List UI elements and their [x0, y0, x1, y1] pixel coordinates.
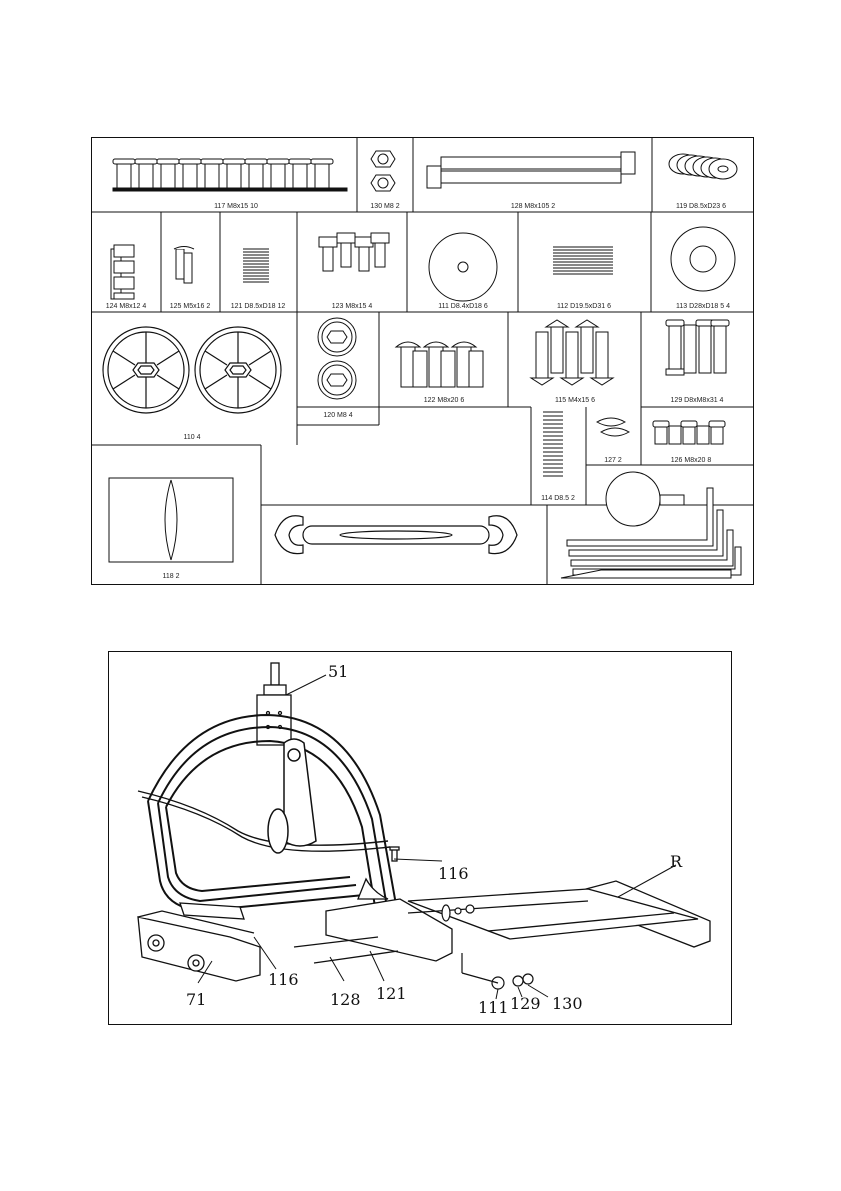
callout-r: R: [670, 852, 683, 871]
callout-116-lower: 116: [268, 970, 299, 989]
part-111-label: 111 D8.4xD18 6: [438, 303, 488, 310]
part-114-spring-washers: [543, 412, 563, 476]
part-125-screws: [174, 247, 194, 284]
part-128-label: 128 M8x105 2: [511, 203, 555, 210]
allen-key-set-tool: [561, 472, 741, 578]
part-118-label: 118 2: [163, 573, 180, 580]
part-121-washer-stack: [243, 249, 269, 282]
part-129-label: 129 D8xM8x31 4: [671, 397, 724, 404]
part-117-bolts: [113, 159, 347, 191]
part-127-clips: [597, 418, 629, 436]
part-128-long-bolts: [427, 152, 635, 188]
part-124-label: 124 M8x12 4: [106, 303, 147, 310]
part-119-label: 119 D8.5xD23 6: [676, 203, 726, 210]
assembly-diagram-panel: 51 116 R 116 71 128 121 111 129 130: [108, 651, 732, 1025]
part-119-washers: [669, 154, 737, 179]
wrench-tool: [275, 516, 517, 554]
part-122-label: 122 M8x20 6: [424, 397, 465, 404]
seat-post: [257, 663, 291, 745]
part-111-washer: [429, 233, 497, 301]
part-124-bolts: [111, 245, 134, 299]
callout-129: 129: [510, 994, 541, 1013]
part-118-end-cap: [109, 478, 233, 562]
callout-71: 71: [186, 990, 206, 1009]
part-123-bolts: [319, 233, 389, 271]
part-113-label: 113 D28xD18 5 4: [676, 303, 730, 310]
part-127-label: 127 2: [604, 457, 622, 464]
part-120-label: 120 M8 4: [323, 412, 352, 419]
part-125-label: 125 M5x16 2: [170, 303, 211, 310]
part-110-label: 110 4: [184, 434, 201, 441]
callout-130: 130: [552, 994, 583, 1013]
part-112-label: 112 D19.5xD31 6: [557, 303, 611, 310]
callout-51: 51: [328, 662, 348, 681]
part-123-label: 123 M8x15 4: [332, 303, 373, 310]
part-113-washer: [671, 227, 735, 291]
part-110-wheels: [103, 327, 281, 413]
callout-121: 121: [376, 984, 407, 1003]
callout-111: 111: [478, 998, 509, 1017]
part-120-nuts: [318, 318, 356, 399]
part-112-washer-stack: [553, 247, 613, 274]
callout-116-upper: 116: [438, 864, 469, 883]
assembly-diagram-drawing: 51 116 R 116 71 128 121 111 129 130: [108, 651, 732, 1025]
part-126-bolts: [653, 421, 725, 444]
part-130-nuts: [371, 151, 395, 191]
part-126-label: 126 M8x20 8: [671, 457, 712, 464]
part-122-bolts: [396, 342, 483, 387]
front-stabilizer-71: [138, 911, 260, 981]
hardware-parts-drawing: 117 M8x15 10 130 M8 2 128 M8x105 2 119 D…: [91, 137, 754, 585]
part-114-label: 114 D8.5 2: [541, 495, 575, 502]
hardware-parts-panel: 117 M8x15 10 130 M8 2 128 M8x105 2 119 D…: [91, 137, 754, 585]
part-115-countersunk-screws: [531, 320, 613, 385]
part-129-bolts: [666, 320, 729, 375]
part-115-label: 115 M4x15 6: [555, 397, 595, 404]
part-117-label: 117 M8x15 10: [214, 203, 258, 210]
callout-128: 128: [330, 990, 361, 1009]
part-130-label: 130 M8 2: [370, 203, 399, 210]
crank-arm: [268, 739, 316, 853]
part-121-label: 121 D8.5xD18 12: [231, 303, 286, 310]
